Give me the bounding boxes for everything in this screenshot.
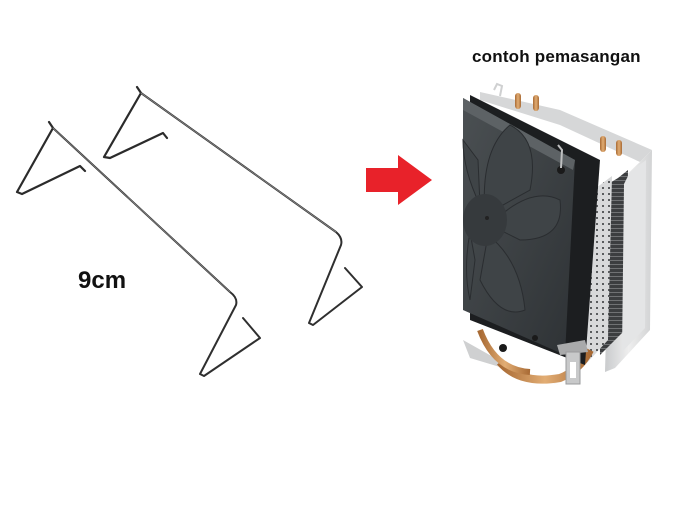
heatsink-top [480,92,652,162]
installation-example-caption: contoh pemasangan [472,47,641,66]
fan-blades [462,124,561,313]
heat-pipes [515,93,622,156]
size-label: 9cm [78,267,127,294]
mounting-bracket [557,340,588,385]
fan-clip-front [15,120,261,377]
fan-clip-back [102,85,363,326]
fan-hub [463,194,507,246]
fan-clip-wires [15,85,363,377]
mounted-clip-top [493,82,504,97]
